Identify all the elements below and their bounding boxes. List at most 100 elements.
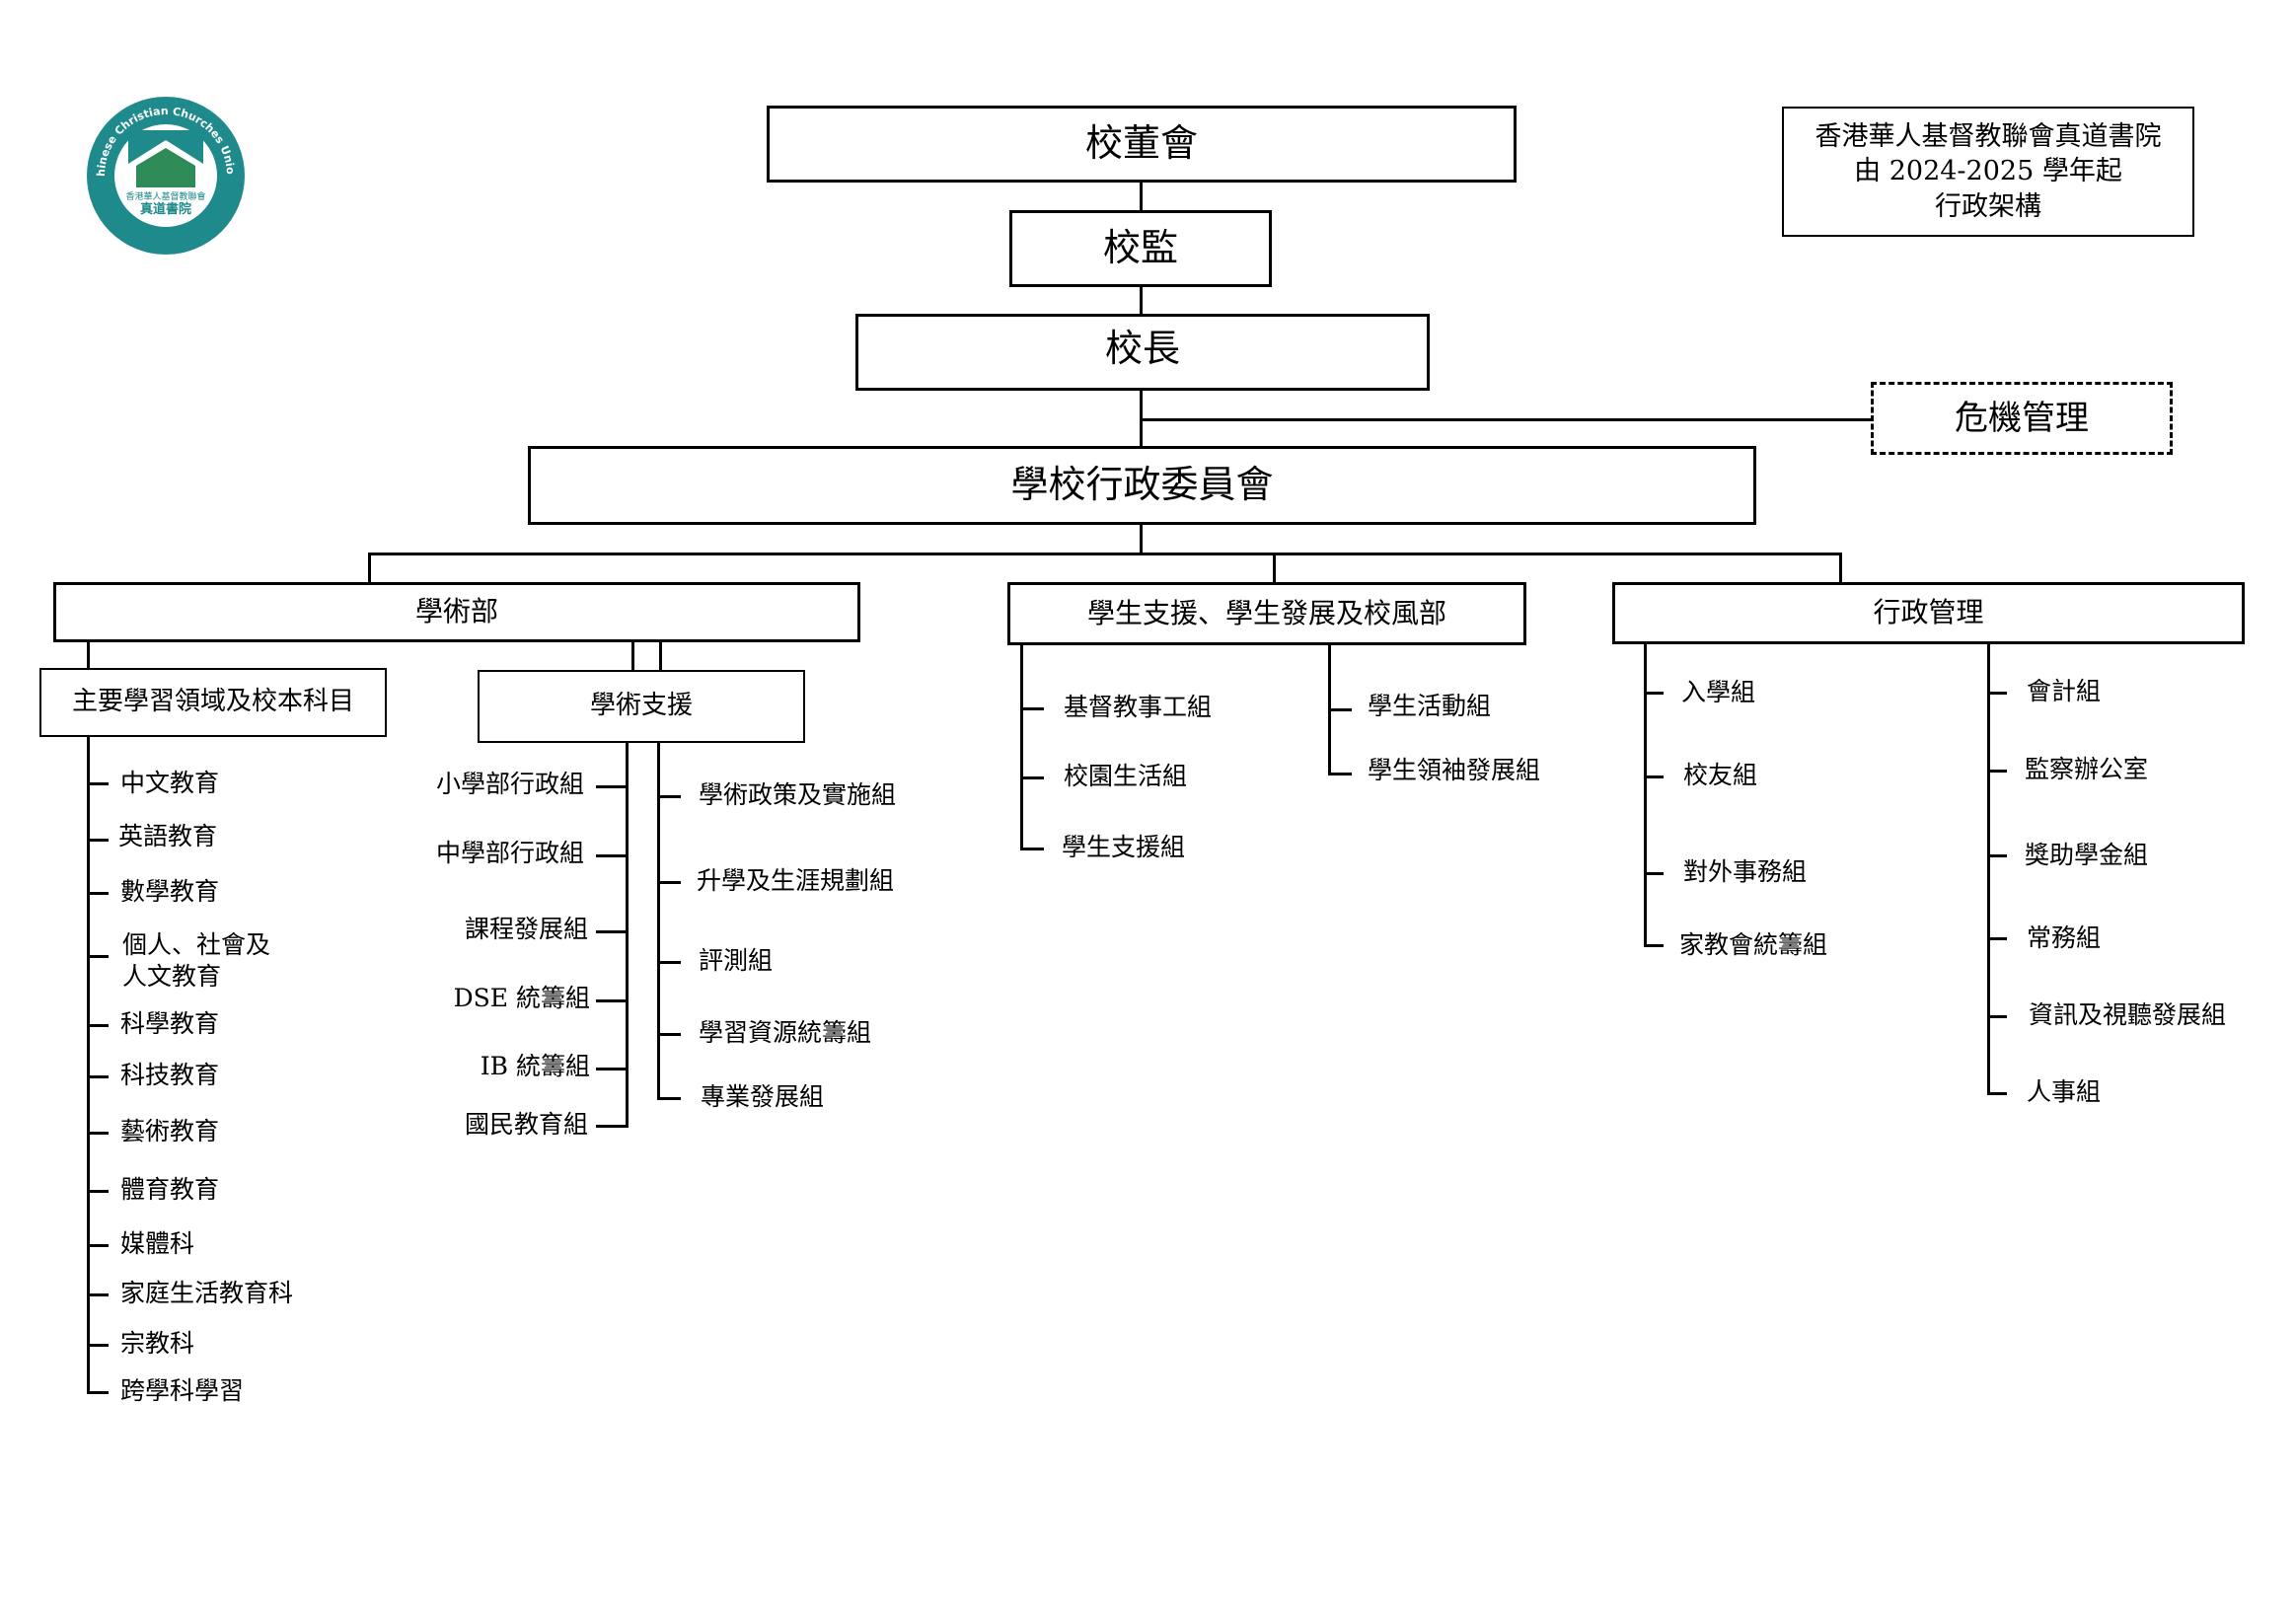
tick <box>87 1132 109 1135</box>
kla-item: 藝術教育 <box>120 1117 220 1145</box>
tick <box>87 892 109 895</box>
admin-left-item: 入學組 <box>1681 678 1756 706</box>
crisis-connector <box>1141 418 1873 421</box>
admin-right-item: 人事組 <box>2027 1077 2102 1106</box>
school-logo-icon: The Hong Kong Chinese Christian Churches… <box>85 95 245 255</box>
title-box: 香港華人基督教聯會真道書院 由 2024-2025 學年起 行政架構 <box>1782 107 2194 237</box>
board-label: 校董會 <box>1084 121 1198 166</box>
kla-item: 家庭生活教育科 <box>120 1279 294 1307</box>
tick <box>1328 708 1352 711</box>
admin-right-item: 常務組 <box>2027 923 2102 952</box>
admin-left-item: 家教會統籌組 <box>1679 930 1828 959</box>
support-left-item: IB 統籌組 <box>480 1052 590 1080</box>
admin-dept-box: 行政管理 <box>1612 582 2245 644</box>
student-dept-box: 學生支援、學生發展及校風部 <box>1007 582 1526 645</box>
title-line-1: 香港華人基督教聯會真道書院 <box>1815 121 2162 153</box>
tick <box>657 881 681 884</box>
tick <box>657 1033 681 1036</box>
tick <box>1987 937 2007 940</box>
tick <box>596 1125 629 1128</box>
admin-left-item: 對外事務組 <box>1683 857 1808 886</box>
support-right-item: 評測組 <box>699 946 774 975</box>
tick <box>87 1075 109 1078</box>
connector <box>87 642 90 670</box>
tick <box>1644 944 1664 947</box>
student-left-item: 校園生活組 <box>1064 762 1188 790</box>
support-left-item: 小學部行政組 <box>435 770 584 798</box>
tick <box>1020 707 1044 710</box>
tick <box>1987 770 2007 773</box>
connector <box>1987 644 1990 1094</box>
kla-item: 體育教育 <box>120 1175 220 1204</box>
kla-item: 英語教育 <box>118 822 218 850</box>
kla-item: 科技教育 <box>120 1061 220 1089</box>
support-left-item: 中學部行政組 <box>435 839 584 867</box>
connector <box>1140 183 1143 211</box>
supervisor-box: 校監 <box>1009 210 1272 287</box>
tick <box>87 782 109 785</box>
title-line-2: 由 2024-2025 學年起 <box>1854 156 2122 187</box>
kla-item: 個人、社會及 <box>122 930 271 959</box>
tick <box>657 1097 681 1100</box>
academic-dept-label: 學術部 <box>414 595 498 628</box>
tick <box>87 955 109 958</box>
tick <box>87 1391 109 1394</box>
tick <box>596 930 626 933</box>
tick <box>1644 692 1664 695</box>
tick <box>1987 854 2007 857</box>
tick <box>596 785 626 788</box>
kla-item: 宗教科 <box>120 1329 195 1358</box>
tick <box>87 1024 109 1027</box>
kla-item: 媒體科 <box>120 1229 195 1258</box>
connector <box>368 553 371 584</box>
kla-item: 科學教育 <box>120 1009 220 1038</box>
student-left-item: 基督教事工組 <box>1064 693 1213 721</box>
admin-committee-label: 學校行政委員會 <box>1010 463 1274 507</box>
student-right-item: 學生領袖發展組 <box>1368 756 1541 784</box>
connector <box>1140 287 1143 316</box>
kla-item: 人文教育 <box>122 962 222 991</box>
tick <box>596 999 626 1002</box>
title-line-3: 行政架構 <box>1935 190 2041 222</box>
student-dept-label: 學生支援、學生發展及校風部 <box>1086 596 1446 629</box>
admin-committee-box: 學校行政委員會 <box>528 446 1756 525</box>
principal-box: 校長 <box>855 314 1430 391</box>
support-left-item: 課程發展組 <box>464 915 588 943</box>
kla-item: 中文教育 <box>120 769 220 797</box>
connector <box>87 737 90 1393</box>
admin-right-item: 監察辦公室 <box>2025 755 2149 783</box>
tick <box>87 1244 109 1247</box>
connector <box>1839 553 1842 584</box>
admin-right-item: 資訊及視聽發展組 <box>2029 1000 2227 1029</box>
admin-dept-label: 行政管理 <box>1873 596 1984 629</box>
board-box: 校董會 <box>767 106 1517 183</box>
tick <box>87 1344 109 1347</box>
tick <box>657 961 681 964</box>
support-left-item: 國民教育組 <box>464 1110 588 1139</box>
department-bus <box>368 553 1842 555</box>
student-right-item: 學生活動組 <box>1368 692 1492 720</box>
logo-inner-text-2: 真道書院 <box>140 201 191 217</box>
crisis-management-box: 危機管理 <box>1871 382 2173 455</box>
tick <box>87 1190 109 1193</box>
tick <box>657 795 681 798</box>
tick <box>1644 872 1664 875</box>
support-right-item: 專業發展組 <box>701 1082 825 1111</box>
support-right-item: 升學及生涯規劃組 <box>697 866 895 895</box>
tick <box>1987 1092 2007 1095</box>
principal-label: 校長 <box>1104 327 1180 370</box>
connector <box>1273 553 1276 584</box>
crisis-management-label: 危機管理 <box>1955 398 2089 438</box>
connector <box>657 743 660 1099</box>
admin-right-item: 會計組 <box>2027 677 2102 705</box>
academic-support-title: 學術支援 <box>589 691 693 721</box>
kla-item: 數學教育 <box>120 877 220 906</box>
tick <box>1987 1015 2007 1018</box>
tick <box>87 839 109 842</box>
tick <box>1644 775 1664 778</box>
academic-support-box: 學術支援 <box>478 670 805 743</box>
student-left-item: 學生支援組 <box>1062 833 1186 861</box>
connector <box>659 642 662 670</box>
tick <box>1987 692 2007 695</box>
